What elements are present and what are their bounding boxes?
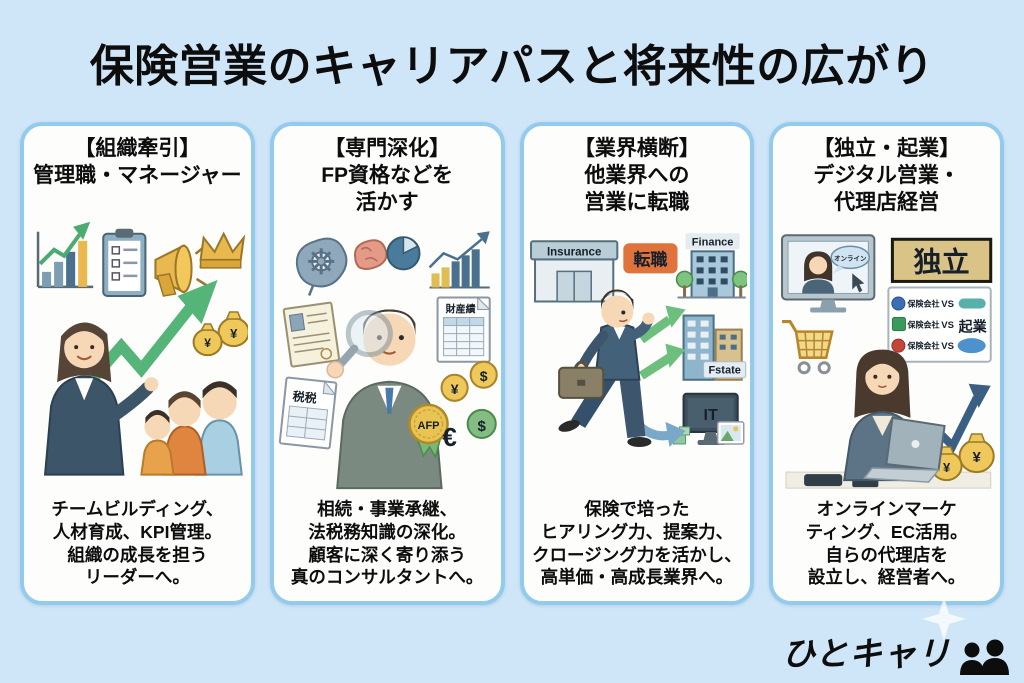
- card-illustration-manager: ¥ ¥: [27, 192, 248, 496]
- briefcase-icon: [557, 360, 604, 399]
- tax-doc-label: 税税: [292, 388, 318, 405]
- brain-gear-icon: [295, 237, 348, 296]
- clipboard-icon: [102, 228, 147, 297]
- id-document-icon: [282, 301, 340, 368]
- fp-illustration: 税税 財産績: [278, 230, 498, 489]
- dollar-coin-label: $: [477, 418, 486, 435]
- finance-building-icon: Finance: [675, 232, 748, 299]
- company-logo-teal: [958, 298, 986, 309]
- job-change-label: 転職: [633, 249, 667, 269]
- crown-icon: [199, 231, 246, 269]
- family-figures: [140, 381, 243, 476]
- manager-woman-figure: [43, 322, 159, 476]
- walking-man-figure: [557, 289, 654, 447]
- card-body-text: 相続・事業承継、 法税務知識の深化。 顧客に深く寄り添う 真のコンサルタントへ。: [290, 499, 484, 588]
- online-bubble-label: オンライン: [834, 254, 867, 262]
- sparkle-decoration: [922, 597, 966, 641]
- independence-illustration: オンライン 独立 保険会社 VS 保: [781, 233, 995, 489]
- independence-label: 独立: [914, 245, 970, 277]
- card-body-text: チームビルディング、 人材育成、KPI管理。 組織の成長を担う リーダーへ。: [51, 499, 224, 588]
- job-change-badge: 転職: [622, 242, 678, 274]
- card-illustration-jobchange: Insurance 転職 Finance: [527, 219, 748, 496]
- afp-label: AFP: [417, 420, 439, 432]
- yen-label: ¥: [943, 460, 951, 475]
- insurer-logo-blue: [891, 296, 906, 311]
- vs-label: VS: [941, 299, 954, 310]
- bar-chart-icon: [36, 221, 94, 288]
- card-header: 【業界横断】 他業界への 営業に転職: [573, 137, 700, 214]
- footer-logo: ひとキャリ: [782, 627, 1010, 675]
- video-call-monitor-icon: オンライン: [781, 233, 876, 313]
- pie-chart-icon: [386, 235, 421, 271]
- yen-coin-label: ¥: [450, 380, 458, 396]
- estate-buildings-icon: Fstate: [682, 314, 746, 381]
- tax-document-icon: 税税: [278, 376, 338, 449]
- vs-label: VS: [941, 341, 954, 352]
- cursor-icon: [852, 273, 865, 293]
- company-logo-blue: [957, 337, 986, 353]
- shopping-cart-icon: [782, 319, 835, 374]
- logo-text: ひとキャリ: [781, 635, 951, 672]
- woman-laptop-figure: [843, 349, 946, 483]
- it-monitor-icon: IT: [672, 392, 744, 445]
- it-label: IT: [703, 406, 717, 424]
- insurer-label: 保険会社: [907, 319, 940, 329]
- yen-label: ¥: [230, 326, 238, 341]
- finance-label: Finance: [691, 236, 733, 248]
- yen-label: ¥: [973, 449, 982, 466]
- card-illustration-fp: 税税 財産績: [277, 219, 498, 496]
- card-header: 【独立・起業】 デジタル営業・ 代理店経営: [813, 137, 961, 214]
- megaphone-icon: [154, 243, 213, 297]
- cards-row: 【組織牽引】 管理職・マネージャー: [20, 122, 1004, 605]
- insurer-label: 保険会社: [907, 340, 940, 350]
- asset-doc-label: 財産績: [444, 302, 475, 315]
- card-specialization: 【専門深化】 FP資格などを 活かす: [269, 122, 505, 605]
- vs-label: VS: [941, 320, 954, 331]
- card-cross-industry: 【業界横断】 他業界への 営業に転職 Insurance 転職: [519, 122, 755, 605]
- currency-coins-icon: ¥ $ € $: [440, 360, 498, 452]
- page-title: 保険営業のキャリアパスと将来性の広がり: [89, 42, 935, 91]
- manager-illustration: ¥ ¥: [36, 221, 248, 476]
- card-header: 【専門深化】 FP資格などを 活かす: [321, 137, 454, 214]
- card-organization-leadership: 【組織牽引】 管理職・マネージャー: [20, 122, 255, 605]
- magnifying-glass-icon: [326, 309, 393, 379]
- card-body-text: オンラインマーケ ティング、EC活用。 自らの代理店を 設立し、経営者へ。: [805, 499, 968, 588]
- insurer-label: 保険会社: [907, 298, 940, 308]
- laptop-icon: [863, 416, 946, 483]
- card-header: 【組織牽引】 管理職・マネージャー: [33, 137, 242, 187]
- transfer-arrows: [625, 305, 686, 447]
- card-body-text: 保険で培った ヒアリング力、提案力、 クロージング力を活かし、 高単価・高成長業…: [532, 499, 742, 588]
- dollar-coin-label: $: [480, 367, 488, 383]
- pink-brain-icon: [353, 238, 388, 270]
- card-independence: 【独立・起業】 デジタル営業・ 代理店経営 オンライン: [769, 122, 1004, 605]
- consultant-man-figure: AFP: [326, 309, 449, 489]
- insurance-building-icon: Insurance: [529, 239, 618, 303]
- card-illustration-independence: オンライン 独立 保険会社 VS 保: [776, 219, 997, 496]
- photo-icon: [716, 420, 744, 445]
- comparison-panel: 保険会社 VS 保険会社 VS 起業 保険会社 VS: [887, 286, 992, 363]
- insurance-label: Insurance: [546, 246, 601, 258]
- asset-document-icon: 財産績: [436, 295, 491, 363]
- startup-label: 起業: [958, 318, 988, 334]
- money-bags-icon: ¥ ¥: [192, 311, 248, 356]
- afp-badge-icon: AFP: [407, 403, 449, 459]
- estate-label: Fstate: [708, 364, 740, 376]
- insurer-logo-green: [892, 316, 907, 331]
- insurer-logo-red: [891, 338, 906, 353]
- yen-label: ¥: [204, 336, 211, 350]
- bar-line-chart-icon: [428, 230, 490, 289]
- independence-sign: 独立: [891, 237, 993, 283]
- euro-symbol: €: [442, 422, 457, 452]
- tablet-icon: [804, 473, 843, 486]
- people-icon: [960, 639, 1009, 675]
- jobchange-illustration: Insurance 転職 Finance: [529, 232, 748, 447]
